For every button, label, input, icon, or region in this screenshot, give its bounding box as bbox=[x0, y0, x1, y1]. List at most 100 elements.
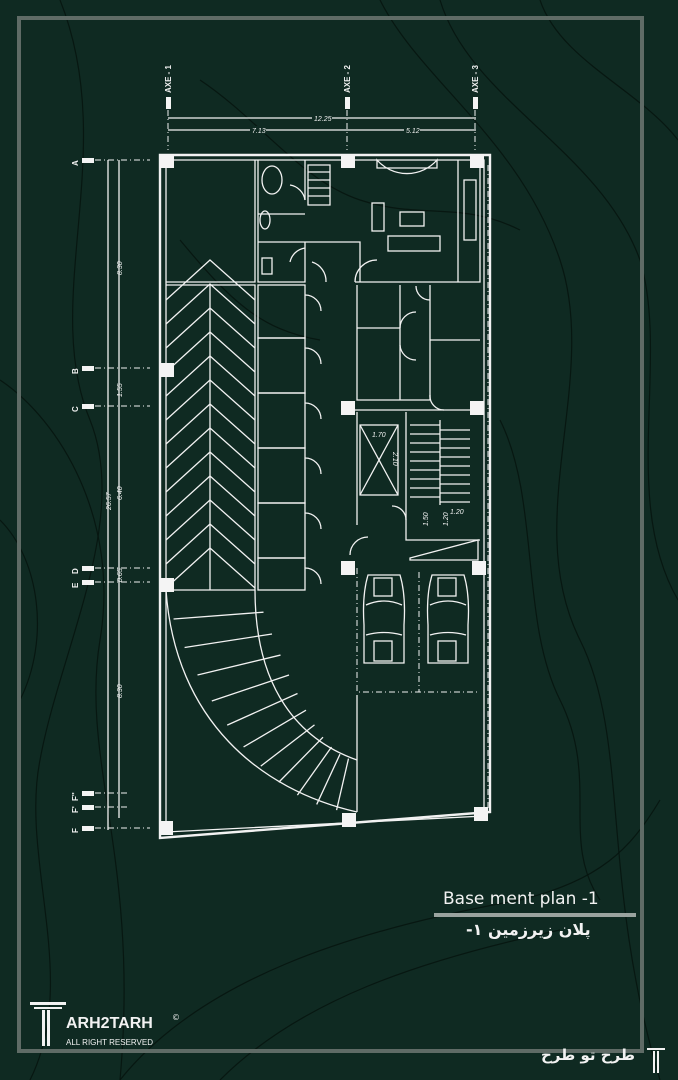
ramp-curve-line bbox=[278, 736, 324, 783]
car-hood bbox=[373, 577, 393, 597]
column-axes: AXE - 1 AXE - 2 AXE - 3 12.25 7.13 5.12 bbox=[164, 64, 480, 150]
axis-marker-2: AXE - 2 bbox=[343, 64, 352, 150]
door-arc bbox=[304, 347, 322, 365]
persian-brand: طرح تو طرح bbox=[541, 1046, 636, 1064]
ramp-curve-line bbox=[296, 746, 333, 796]
ramp-chevron bbox=[165, 259, 256, 301]
dim-elevator-width: 1.70 bbox=[372, 432, 386, 439]
parking-bays bbox=[356, 568, 480, 812]
door-arc bbox=[304, 457, 322, 475]
tarh2tarh-logo: ARH2TARH ALL RIGHT RESERVED © bbox=[30, 1000, 180, 1052]
ramp-chevron bbox=[165, 547, 256, 589]
svg-text:F: F bbox=[71, 828, 80, 833]
column bbox=[160, 154, 174, 168]
title-underline bbox=[434, 913, 636, 917]
svg-text:F': F' bbox=[71, 806, 80, 813]
ramp-chevron bbox=[165, 499, 256, 541]
column-logo-icon bbox=[30, 1002, 66, 1046]
column bbox=[160, 578, 174, 592]
svg-text:1.55: 1.55 bbox=[117, 383, 124, 397]
svg-text:F'': F'' bbox=[71, 792, 80, 801]
dim-top-right: 5.12 bbox=[406, 128, 420, 135]
svg-text:0.65: 0.65 bbox=[117, 568, 124, 582]
column bbox=[470, 154, 484, 168]
svg-text:1.50: 1.50 bbox=[423, 512, 430, 526]
ramp-chevron bbox=[165, 331, 256, 373]
svg-text:A: A bbox=[71, 160, 80, 166]
dim-top-left: 7.13 bbox=[252, 128, 266, 135]
dim-top-total: 12.25 bbox=[314, 116, 332, 123]
middle-rooms bbox=[356, 285, 480, 411]
ramp-curve-line bbox=[211, 674, 290, 702]
ramp-chevron bbox=[165, 307, 256, 349]
brand-column-icon bbox=[647, 1048, 665, 1073]
svg-text:6.40: 6.40 bbox=[117, 486, 124, 500]
ramp-curve-line bbox=[316, 753, 341, 805]
storage-room bbox=[257, 447, 306, 504]
door-arc bbox=[304, 512, 322, 530]
ramp-curve-line bbox=[243, 709, 307, 748]
storage-room bbox=[257, 557, 306, 591]
ramp-curve-line bbox=[260, 724, 315, 767]
door-arc bbox=[304, 567, 322, 585]
storage-room bbox=[257, 337, 306, 394]
ramp-curve-line bbox=[197, 654, 281, 676]
storage-room bbox=[257, 502, 306, 559]
dim-left-total: 26.57 bbox=[106, 491, 113, 511]
ramp-curve-line bbox=[173, 611, 264, 620]
column bbox=[472, 561, 486, 575]
dim-stair-width: 1.20 bbox=[450, 509, 464, 516]
svg-text:D: D bbox=[71, 568, 80, 574]
svg-text:8.30: 8.30 bbox=[117, 261, 124, 275]
structural-columns bbox=[159, 154, 488, 835]
column bbox=[342, 813, 356, 827]
car-trunk bbox=[373, 640, 393, 662]
ramp-curve-line bbox=[226, 692, 298, 726]
apartment-unit bbox=[166, 158, 481, 283]
ramp-chevron bbox=[165, 451, 256, 493]
svg-text:1.20: 1.20 bbox=[443, 512, 450, 526]
ramp-chevron bbox=[165, 523, 256, 565]
column bbox=[341, 561, 355, 575]
svg-text:AXE - 2: AXE - 2 bbox=[343, 64, 352, 93]
ramp-curve-line bbox=[184, 633, 273, 649]
car-icon bbox=[426, 574, 470, 664]
row-axes: A B C D E F'' F' F 26.57 8.30 1.55 6.40 … bbox=[71, 158, 150, 833]
ramp bbox=[165, 259, 358, 813]
svg-text:AXE - 1: AXE - 1 bbox=[164, 64, 173, 93]
ramp-chevron bbox=[165, 475, 256, 517]
core-elevator-stairs: 1.70 2.10 1.20 1.50 1.20 bbox=[349, 409, 480, 561]
svg-text:E: E bbox=[71, 582, 80, 588]
column bbox=[470, 401, 484, 415]
column bbox=[474, 807, 488, 821]
car-trunk bbox=[437, 640, 457, 662]
car-icon bbox=[362, 574, 406, 664]
drawing-frame bbox=[17, 16, 644, 1053]
storage-room bbox=[257, 392, 306, 449]
svg-text:B: B bbox=[71, 368, 80, 374]
column bbox=[341, 401, 355, 415]
storage-room bbox=[257, 284, 306, 339]
dim-elevator-depth: 2.10 bbox=[391, 451, 398, 466]
ramp-chevron bbox=[165, 403, 256, 445]
door-arc bbox=[304, 402, 322, 420]
axis-marker-3: AXE - 3 bbox=[471, 64, 480, 150]
plan-title-persian: پلان زیرزمین ۱- bbox=[466, 920, 591, 939]
ramp-chevron bbox=[165, 379, 256, 421]
door-arc bbox=[304, 294, 322, 312]
storage-rooms bbox=[257, 284, 322, 591]
column bbox=[159, 821, 173, 835]
svg-text:C: C bbox=[71, 406, 80, 412]
axis-marker-1: AXE - 1 bbox=[164, 64, 173, 150]
ramp-chevron bbox=[165, 427, 256, 469]
plan-title: Base ment plan -1 bbox=[443, 889, 599, 909]
ramp-chevron bbox=[165, 355, 256, 397]
svg-text:AXE - 3: AXE - 3 bbox=[471, 64, 480, 93]
column bbox=[160, 363, 174, 377]
ramp-curve-line bbox=[335, 758, 350, 811]
svg-text:8.30: 8.30 bbox=[117, 684, 124, 698]
car-hood bbox=[437, 577, 457, 597]
column bbox=[341, 154, 355, 168]
